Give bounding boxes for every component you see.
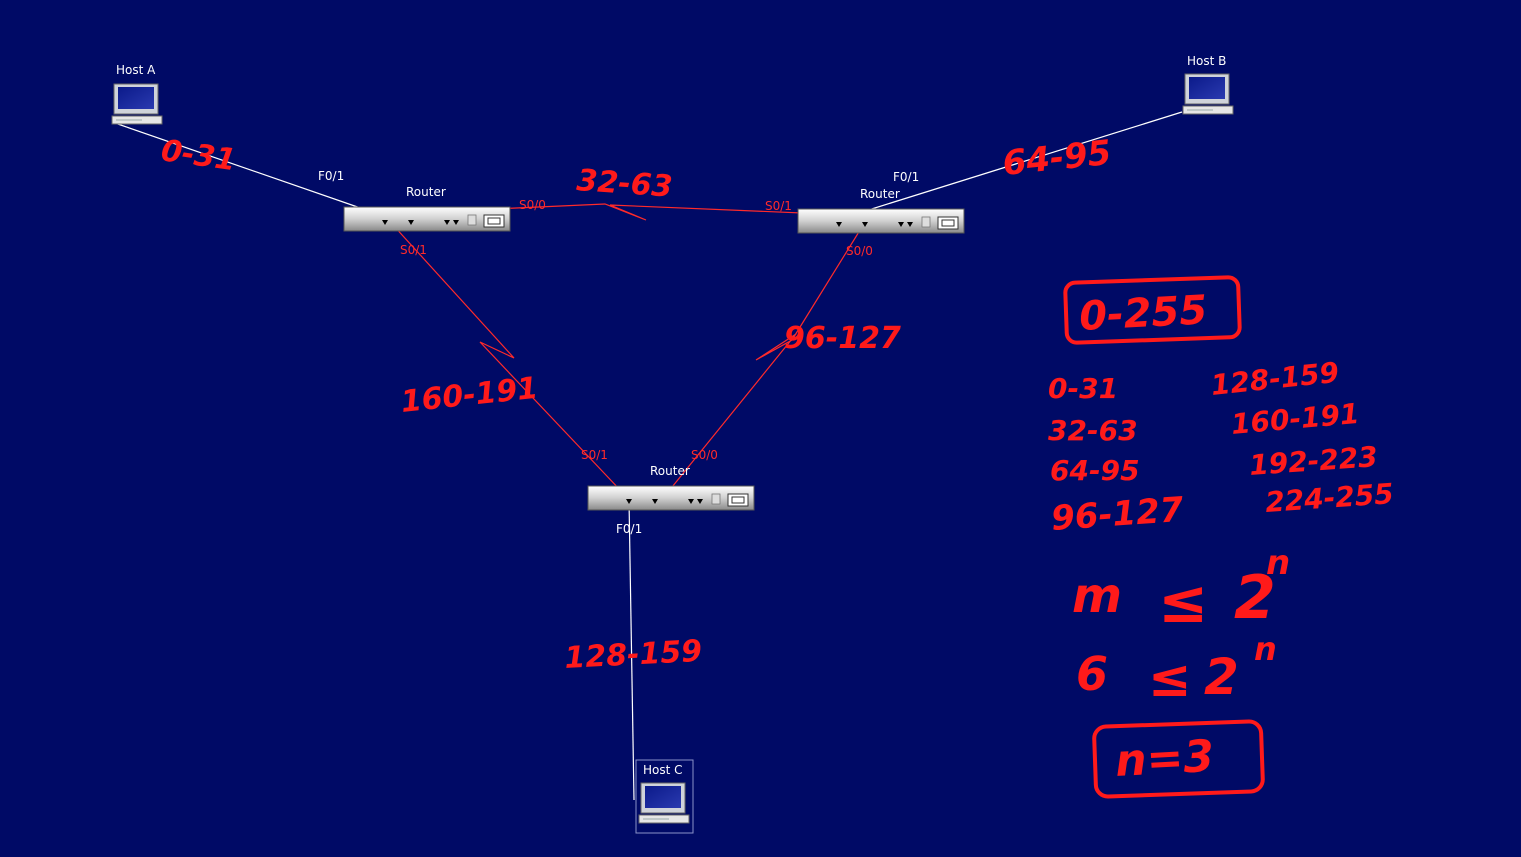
range-list-item: 224-255 [1264, 477, 1395, 519]
link-range-right-bottom: 96-127 [784, 321, 901, 356]
host-c[interactable]: Host C [635, 759, 694, 834]
result: n=3 [1114, 731, 1215, 787]
link-range-left-bottom: 160-191 [399, 371, 540, 420]
link-serial-right-bottom[interactable] [667, 213, 871, 493]
formula-symbol: ≤ [1158, 567, 1208, 637]
link-range-host-c: 128-159 [564, 634, 703, 676]
computer-icon [638, 782, 690, 824]
link-range-host-a: 0-31 [159, 133, 238, 178]
host-b-label: Host B [1187, 54, 1226, 68]
range-list-item: 96-127 [1050, 490, 1185, 539]
formula-m-le-2n: m ≤ 2 n [1072, 543, 1290, 637]
port-label: S0/0 [846, 244, 873, 258]
computer-icon [1182, 73, 1234, 115]
formula-lhs: m [1072, 568, 1122, 624]
router-icon [587, 485, 755, 511]
port-label: S0/0 [691, 448, 718, 462]
total-range-box [1063, 275, 1242, 345]
router-right[interactable]: Router [797, 187, 965, 234]
port-label: F0/1 [893, 170, 919, 184]
port-label: F0/1 [616, 522, 642, 536]
router-left[interactable]: Router [343, 185, 511, 232]
link-serial-left-right[interactable] [427, 203, 827, 221]
port-label: S0/0 [519, 198, 546, 212]
port-label: S0/1 [400, 243, 427, 257]
range-list-item: 160-191 [1230, 397, 1361, 441]
formula-exponent: n [1266, 543, 1290, 583]
formula-symbol: ≤ [1148, 649, 1192, 709]
port-labels: F0/1 S0/0 S0/1 F0/1 S0/1 S0/0 S0/1 S0/0 … [318, 169, 919, 536]
formula-base: 2 [1234, 563, 1276, 633]
range-list-item: 32-63 [1048, 414, 1138, 447]
port-label: S0/1 [581, 448, 608, 462]
link-serial-left-bottom[interactable] [382, 213, 623, 493]
link-host-a-router-left[interactable] [111, 121, 373, 213]
link-host-c-router-bottom[interactable] [628, 499, 635, 801]
links [111, 111, 1183, 801]
selection-box [635, 759, 694, 834]
router-bottom[interactable]: Router [587, 464, 755, 511]
host-b[interactable]: Host B [1182, 54, 1234, 115]
formula-exponent: n [1254, 630, 1277, 668]
port-label: S0/1 [765, 199, 792, 213]
port-label: F0/1 [318, 169, 344, 183]
range-list-item: 0-31 [1048, 372, 1118, 405]
formula-6-le-2n: 6 ≤ 2 n [1076, 630, 1277, 709]
link-range-host-b: 64-95 [1001, 133, 1113, 184]
computer-icon [111, 83, 163, 125]
range-list-item: 192-223 [1248, 440, 1379, 482]
total-range: 0-255 [1078, 287, 1208, 340]
host-a[interactable]: Host A [111, 63, 163, 125]
host-a-label: Host A [116, 63, 156, 77]
range-list-item: 64-95 [1050, 454, 1140, 487]
link-range-left-right: 32-63 [575, 163, 673, 205]
router-bottom-label: Router [650, 464, 690, 478]
router-icon [343, 206, 511, 232]
host-c-label: Host C [643, 763, 683, 777]
router-right-label: Router [860, 187, 900, 201]
result-box [1092, 719, 1265, 799]
router-icon [797, 208, 965, 234]
annotations: 0-31 32-63 64-95 96-127 160-191 128-159 … [159, 133, 1395, 799]
formula-lhs: 6 [1076, 647, 1108, 701]
router-left-label: Router [406, 185, 446, 199]
formula-base: 2 [1204, 648, 1239, 706]
link-host-b-router-right[interactable] [861, 111, 1183, 213]
range-list-item: 128-159 [1209, 356, 1340, 402]
